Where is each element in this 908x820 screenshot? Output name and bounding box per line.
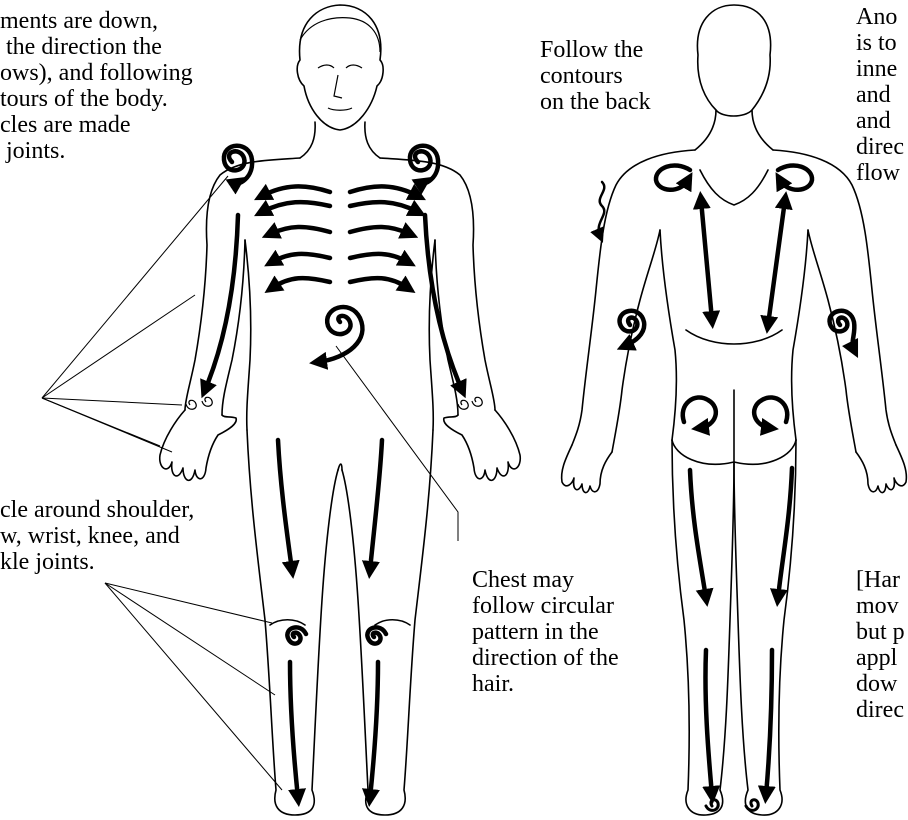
top-right-text: Ano is to inne and and direc flow: [856, 4, 904, 186]
front-arrows: [205, 146, 462, 798]
joints-text: cle around shoulder, w, wrist, knee, and…: [0, 497, 194, 575]
front-intro-text: ments are down, the direction the ows), …: [0, 8, 193, 164]
bottom-right-text: [Har mov but p appl dow direc: [856, 567, 905, 723]
front-body-outline: [160, 5, 521, 815]
front-face: [300, 18, 380, 111]
wrist-spirals: [186, 397, 482, 409]
chest-text: Chest may follow circular pattern in the…: [472, 567, 619, 697]
back-contours-text: Follow the contours on the back: [540, 37, 651, 115]
